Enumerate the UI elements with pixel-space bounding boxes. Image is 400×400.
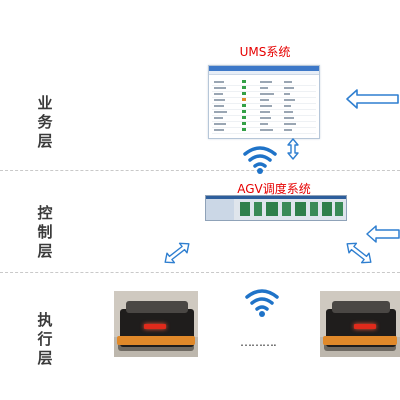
ums-table-row [212, 104, 316, 110]
horizontal-arrow-icon [366, 225, 400, 243]
agv-grid-cell [282, 202, 291, 216]
ums-nav-bar [209, 71, 319, 75]
ums-table-row [212, 86, 316, 92]
agv-grid-cell [266, 202, 278, 216]
ums-system-title: UMS系统 [239, 45, 291, 59]
vertical-double-arrow-icon [287, 138, 299, 160]
ums-screenshot [208, 65, 320, 139]
wifi-icon [245, 289, 279, 317]
layer-label-business: 业 务 层 [37, 94, 53, 150]
wifi-icon [243, 146, 277, 174]
horizontal-double-arrow-icon [346, 89, 399, 109]
agv-grid-cell [295, 202, 306, 216]
agv-grid-cell [240, 202, 250, 216]
agv-grid-cell [335, 202, 343, 216]
ums-table-row [212, 98, 316, 104]
ums-table-row [212, 122, 316, 128]
agv-window-titlebar [206, 196, 346, 199]
layer-divider-top [0, 170, 400, 171]
agv-side-panel [206, 199, 234, 220]
diagonal-double-arrow-icon-right [346, 242, 372, 264]
agv-screenshot [205, 195, 347, 221]
ums-window-titlebar [209, 66, 319, 71]
ums-table-row [212, 80, 316, 86]
agv-grid-cell [254, 202, 262, 216]
ums-table-row [212, 110, 316, 116]
agv-vehicle-right [320, 291, 400, 357]
ums-table-row [212, 116, 316, 122]
agv-grid-cell [310, 202, 318, 216]
ums-table-row [212, 92, 316, 98]
agv-grid-cell [322, 202, 332, 216]
agv-vehicle-left [114, 291, 198, 357]
agv-system-title: AGV调度系统 [237, 182, 311, 196]
diagonal-double-arrow-icon-left [164, 242, 190, 264]
ellipsis: ………. [240, 335, 277, 349]
layer-label-execution: 执 行 层 [37, 311, 53, 367]
layer-label-control: 控 制 层 [37, 204, 53, 260]
ums-table-row [212, 128, 316, 134]
layer-divider-bottom [0, 272, 400, 273]
